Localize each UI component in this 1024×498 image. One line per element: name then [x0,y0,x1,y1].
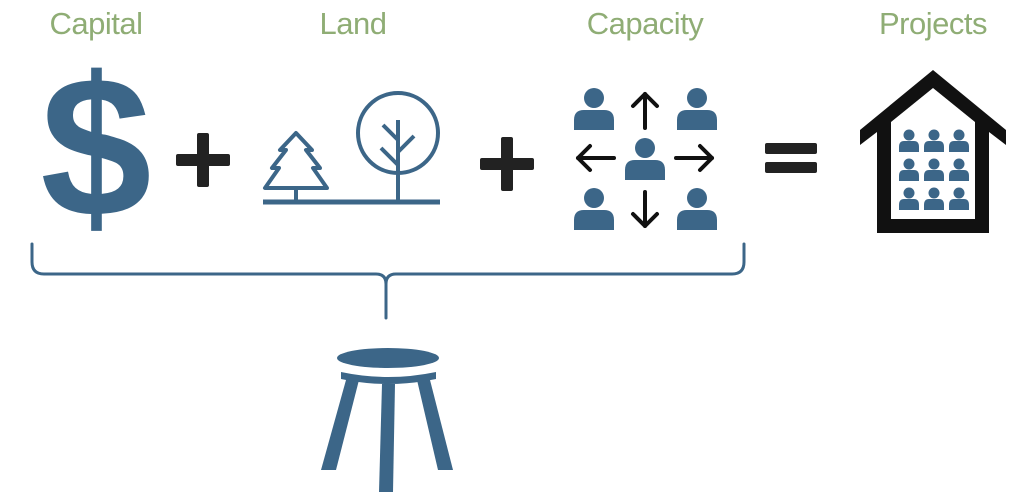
projects-label: Projects [879,6,987,41]
dollar-sign-icon: $ [40,36,151,259]
plus-operator-1 [176,133,230,187]
trees-landscape-icon [263,91,440,205]
capital-label: Capital [49,6,144,41]
land-label: Land [319,6,387,41]
housing-people-icon [860,70,1006,233]
grouping-brace [30,242,746,320]
svg-text:$: $ [40,36,151,259]
equals-operator [765,143,817,173]
plus-operator-2 [480,137,534,191]
capacity-label: Capacity [586,6,704,41]
three-legged-stool-icon [321,348,453,492]
people-network-icon [574,88,717,230]
